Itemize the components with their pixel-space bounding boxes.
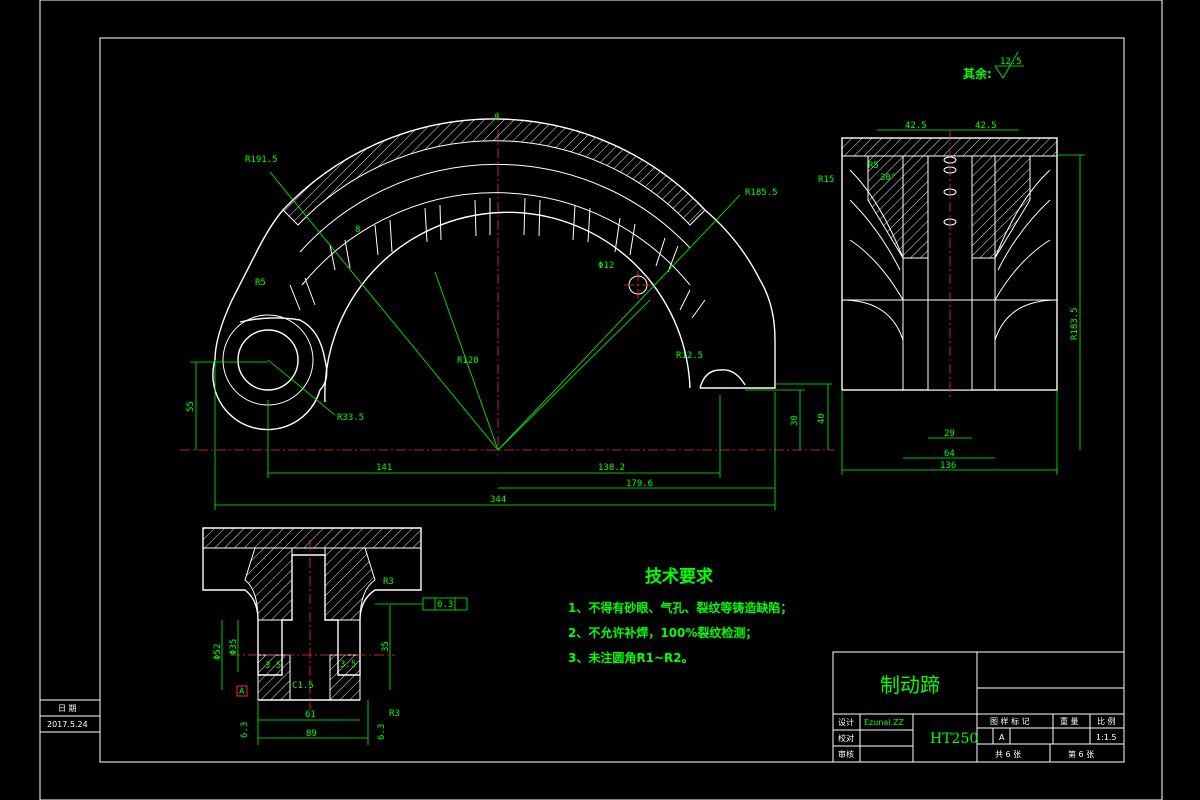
dim-side-height: R183.5 [1070,307,1080,340]
dim-h55: 55 [186,401,196,412]
dim-w138-2: 138.2 [598,463,625,473]
dim-r3-bottom: R3 [389,709,400,719]
dim-w141: 141 [376,463,392,473]
dim-h40: 40 [817,413,827,424]
tb-row-design: 设计 [838,717,854,727]
notch-r12-5 [699,369,746,389]
tb-col-mark: 图 样 标 记 [990,716,1030,726]
dim-rib-thickness: 8 [355,225,360,235]
side-view: 42.5 42.5 R5 30° R15 R183.5 29 64 136 [818,121,1085,475]
tb-mark-value: A [999,733,1005,742]
front-view: R191.5 R185.5 8 8 R5 Φ12 R120 R12.5 R33.… [180,112,835,510]
surface-roughness-note: 其余: 12.5 [963,51,1024,81]
tb-sheet-total: 共 6 张 [995,750,1021,759]
dim-r185-5: R185.5 [745,188,778,198]
dim-side-64: 64 [944,449,955,459]
dim-half-right: 42.5 [975,121,997,131]
tolerance-value: 0.3 [437,600,453,610]
dim-w61: 61 [305,710,316,720]
dim-side-angle: 30° [880,173,896,183]
part-name: 制动蹄 [880,673,940,697]
dim-side-136: 136 [940,461,956,471]
inner-arc-r120 [324,211,691,403]
radial-ribs [289,197,706,319]
material: HT250 [930,731,978,747]
dim-w89: 89 [306,729,317,739]
dim-t2: 3.5 [340,660,356,670]
dim-hole-phi12: Φ12 [598,261,614,271]
web-rib-arc [299,163,691,253]
dim-t1: 3.5 [265,661,281,671]
boss-outline [212,317,328,431]
dim-r191-5: R191.5 [245,155,278,165]
date-box: 日 期 2017.5.24 [39,699,101,733]
roughness-right: 6.3 [377,724,387,740]
tb-col-weight: 重 量 [1060,716,1079,726]
tech-req-item-1: 1、不得有砂眼、气孔、裂纹等铸造缺陷； [568,600,792,615]
tech-requirements: 技术要求 1、不得有砂眼、气孔、裂纹等铸造缺陷； 2、不允许补焊，100%裂纹检… [568,566,792,665]
dim-top-width: 8 [494,113,499,123]
inner-frame [99,37,1125,763]
dim-r5: R5 [255,278,266,288]
tb-sheet-num: 第 6 张 [1068,749,1094,759]
dim-side-r15: R15 [818,175,834,185]
tb-row-review: 审核 [838,749,854,759]
tb-designer: Ezunal.ZZ [864,718,905,727]
date-label: 日 期 [58,704,77,713]
tb-col-scale: 比 例 [1097,716,1116,726]
surface-roughness-value: 12.5 [1000,57,1022,67]
outer-border [39,0,1163,800]
dim-w344: 344 [490,495,506,505]
dim-half-left: 42.5 [905,121,927,131]
tb-row-check: 校对 [838,733,854,743]
tech-req-title: 技术要求 [645,566,713,587]
dim-h30: 30 [790,415,800,426]
shoe-outer-contour [214,118,776,389]
tb-scale-value: 1:1.5 [1096,733,1117,742]
rim-hatched-section [282,118,706,226]
dim-side-29: 29 [944,429,955,439]
title-block: 制动蹄 HT250 设计 校对 审核 Ezunal.ZZ 图 样 标 记 重 量… [832,651,1125,763]
dim-r3-top: R3 [383,577,394,587]
date-value: 2017.5.24 [47,720,88,729]
roughness-left: 6.3 [240,722,250,738]
surface-note-label: 其余: [963,66,992,81]
datum-label: A [239,687,245,697]
tech-req-item-3: 3、未注圆角R1~R2。 [568,650,694,665]
dim-r120: R120 [457,356,479,366]
tech-req-item-2: 2、不允许补焊，100%裂纹检测； [568,625,757,640]
dim-r12-5: R12.5 [676,351,703,361]
dim-r33-5: R33.5 [337,413,364,423]
dim-phi52: Φ52 [213,644,223,660]
section-view: Φ52 Φ35 3.5 3.5 C1.5 R3 R3 35 61 89 0.3 … [202,527,468,745]
pin-hole-boss [237,329,299,391]
dim-w179-6: 179.6 [626,479,653,489]
dim-side-r5: R5 [868,161,879,171]
dim-phi35: Φ35 [229,639,239,655]
dim-chamfer: C1.5 [292,681,314,691]
dim-h35: 35 [381,641,391,652]
